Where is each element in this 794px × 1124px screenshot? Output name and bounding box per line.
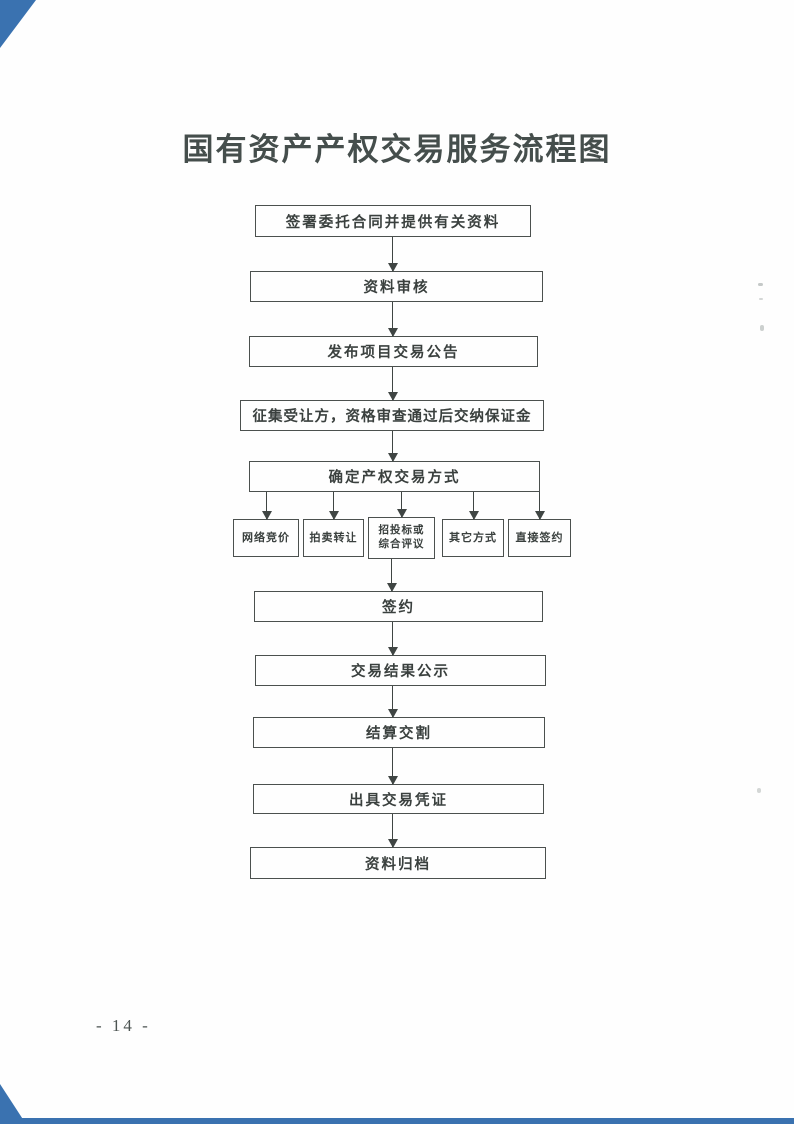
blue-bottom-edge — [0, 1118, 794, 1124]
flow-arrow-branch — [535, 492, 545, 520]
flow-arrow-down — [388, 431, 398, 462]
flow-node-result-publicity: 交易结果公示 — [255, 655, 546, 686]
flow-arrow-down — [388, 367, 398, 401]
flow-arrow-down — [388, 622, 398, 656]
flow-node-other-methods: 其它方式 — [442, 519, 504, 557]
flow-node-archive: 资料归档 — [250, 847, 546, 879]
flow-node-solicit-transferees: 征集受让方，资格审查通过后交纳保证金 — [240, 400, 544, 431]
flow-arrow-down — [388, 237, 398, 272]
scan-speck — [759, 298, 763, 300]
scan-speck — [757, 788, 761, 793]
flow-node-auction-transfer: 拍卖转让 — [303, 519, 364, 557]
blue-corner-bottom-left — [0, 1084, 26, 1124]
flow-node-sign-entrust-contract: 签署委托合同并提供有关资料 — [255, 205, 531, 237]
flow-node-material-review: 资料审核 — [250, 271, 543, 302]
flow-arrow-down — [387, 559, 397, 592]
flow-node-online-bidding: 网络竞价 — [233, 519, 299, 557]
page-title: 国有资产产权交易服务流程图 — [182, 132, 612, 167]
flow-node-signing: 签约 — [254, 591, 543, 622]
flow-arrow-down — [388, 748, 398, 785]
flow-arrow-down — [388, 686, 398, 718]
scan-speck — [760, 325, 764, 331]
page-number: - 14 - — [96, 1016, 151, 1035]
flow-node-determine-method: 确定产权交易方式 — [249, 461, 540, 492]
flow-node-direct-signing: 直接签约 — [508, 519, 571, 557]
flow-arrow-branch — [262, 492, 272, 520]
flow-arrow-down — [388, 302, 398, 337]
flow-node-settlement-delivery: 结算交割 — [253, 717, 545, 748]
scan-speck — [758, 283, 763, 286]
blue-corner-top-left — [0, 0, 36, 48]
flow-node-issue-certificate: 出具交易凭证 — [253, 784, 544, 814]
flow-arrow-branch — [329, 492, 339, 520]
flow-arrow-down — [388, 814, 398, 848]
flow-arrow-branch — [397, 492, 407, 518]
flow-node-tender-or-evaluation: 招投标或综合评议 — [368, 517, 435, 559]
flow-node-publish-announcement: 发布项目交易公告 — [249, 336, 538, 367]
flow-arrow-branch — [469, 492, 479, 520]
